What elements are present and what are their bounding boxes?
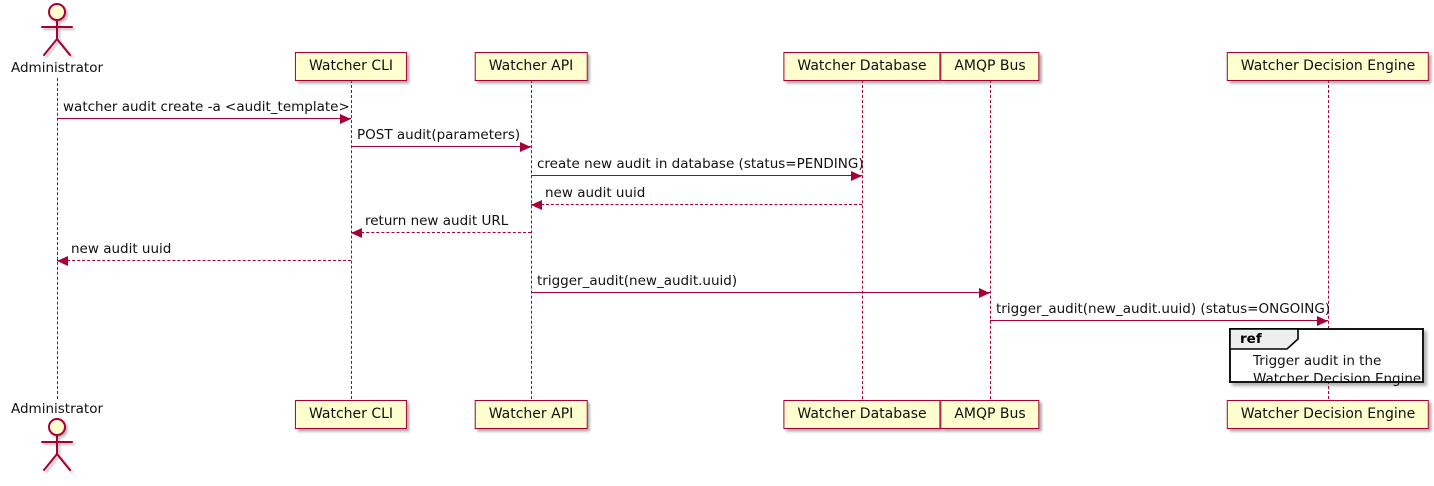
participant-box-amqp-bus-bottom: AMQP Bus xyxy=(940,400,1040,429)
ref-text-line-2: Watcher Decision Engine xyxy=(1253,371,1422,387)
administrator-actor-icon xyxy=(41,3,73,56)
administrator-actor-icon xyxy=(41,418,73,471)
message-line-8 xyxy=(990,320,1328,321)
arrowhead-icon-3 xyxy=(851,171,862,181)
participant-box-watcher-decision-engine-top: Watcher Decision Engine xyxy=(1226,52,1430,81)
ref-fragment: ref Trigger audit in the Watcher Decisio… xyxy=(1229,328,1424,387)
participant-box-watcher-decision-engine-bottom: Watcher Decision Engine xyxy=(1226,400,1430,429)
message-label-1: watcher audit create -a <audit_template> xyxy=(63,99,350,115)
lifeline-watcher-cli xyxy=(350,80,352,399)
message-label-3: create new audit in database (status=PEN… xyxy=(537,156,864,172)
message-label-5: return new audit URL xyxy=(365,213,509,229)
arrowhead-icon-6 xyxy=(57,256,68,266)
participant-box-watcher-api-top: Watcher API xyxy=(474,52,588,81)
lifeline-administrator xyxy=(56,78,58,399)
message-line-7 xyxy=(531,292,990,293)
ref-tag-pentagon-icon xyxy=(1229,328,1299,350)
lifeline-watcher-decision-engine xyxy=(1327,80,1329,399)
message-line-3 xyxy=(531,175,862,176)
arrowhead-icon-4 xyxy=(531,200,542,210)
lifeline-watcher-api xyxy=(530,80,532,399)
participant-box-watcher-cli-bottom: Watcher CLI xyxy=(294,400,408,429)
arrowhead-icon-2 xyxy=(520,142,531,152)
participant-box-watcher-database-top: Watcher Database xyxy=(783,52,941,81)
message-line-6 xyxy=(57,260,351,261)
ref-text-line-1: Trigger audit in the xyxy=(1253,353,1382,369)
participant-box-watcher-cli-top: Watcher CLI xyxy=(294,52,408,81)
ref-keyword: ref xyxy=(1240,331,1262,347)
message-line-5 xyxy=(351,232,531,233)
arrowhead-icon-5 xyxy=(351,228,362,238)
message-line-2 xyxy=(351,146,531,147)
message-line-1 xyxy=(57,118,351,119)
arrowhead-icon-7 xyxy=(979,288,990,298)
message-label-2: POST audit(parameters) xyxy=(357,127,521,143)
participant-box-watcher-api-bottom: Watcher API xyxy=(474,400,588,429)
actor-label-administrator-top: Administrator xyxy=(10,60,104,76)
message-label-7: trigger_audit(new_audit.uuid) xyxy=(537,273,738,289)
arrowhead-icon-8 xyxy=(1317,316,1328,326)
message-label-8: trigger_audit(new_audit.uuid) (status=ON… xyxy=(996,301,1331,317)
ref-text: Trigger audit in the Watcher Decision En… xyxy=(1253,352,1421,388)
message-label-6: new audit uuid xyxy=(71,241,172,257)
message-label-4: new audit uuid xyxy=(545,185,646,201)
actor-label-administrator-bottom: Administrator xyxy=(10,401,104,417)
participant-box-watcher-database-bottom: Watcher Database xyxy=(783,400,941,429)
participant-box-amqp-bus-top: AMQP Bus xyxy=(940,52,1040,81)
arrowhead-icon-1 xyxy=(340,114,351,124)
lifeline-watcher-database xyxy=(861,80,863,399)
lifeline-amqp-bus xyxy=(989,80,991,399)
message-line-4 xyxy=(531,204,862,205)
